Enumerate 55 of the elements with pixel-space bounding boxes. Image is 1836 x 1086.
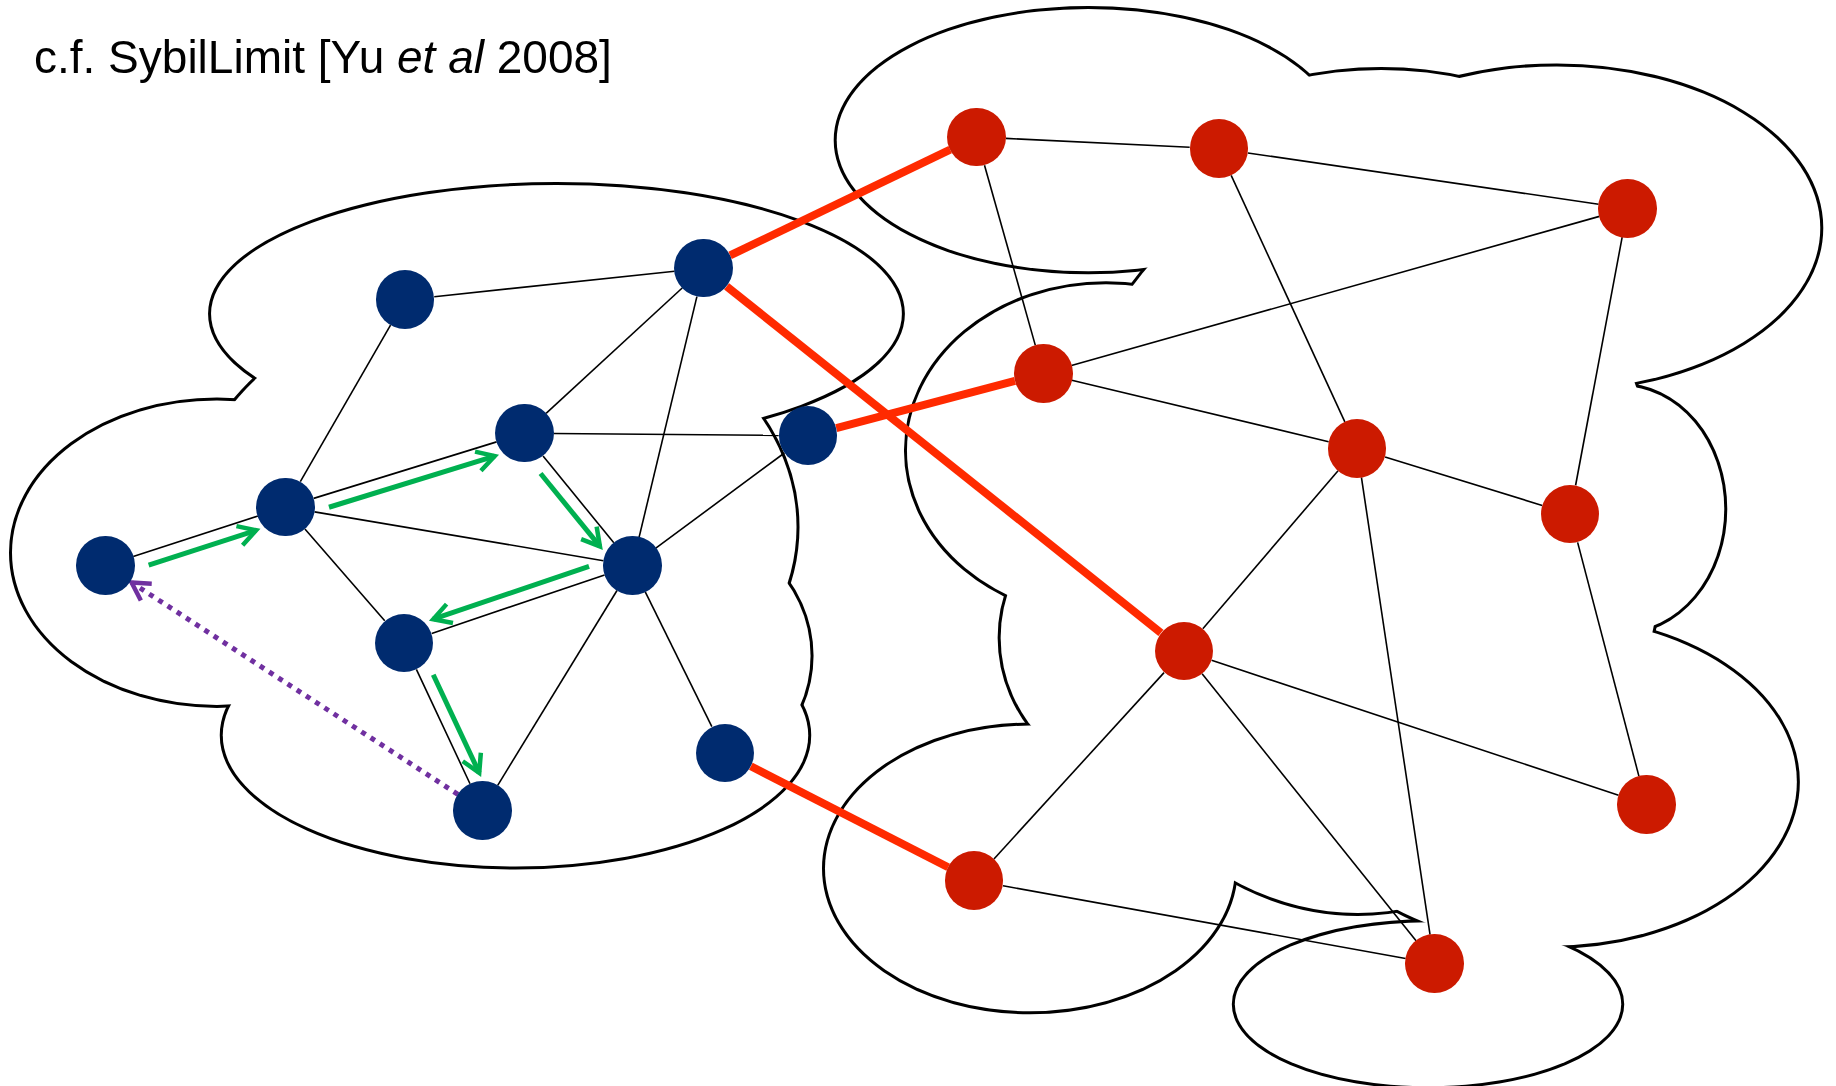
edge-line xyxy=(312,441,498,500)
graph-node-circle xyxy=(778,406,838,465)
graph-node-circle xyxy=(495,403,554,463)
edge-line xyxy=(1576,541,1640,777)
thick-edge-line xyxy=(430,564,590,626)
graph-node-circle xyxy=(1405,934,1464,993)
dotted-arrow xyxy=(129,580,460,797)
graph-node-circle xyxy=(603,536,662,595)
edge-line xyxy=(1070,215,1601,367)
edge-line xyxy=(638,295,698,538)
edge-line xyxy=(1574,236,1623,487)
edge-line xyxy=(553,432,780,437)
edge-line xyxy=(655,452,786,549)
thick-edge-line xyxy=(328,449,497,510)
edge-line xyxy=(1202,469,1339,630)
thick-edge-line xyxy=(728,146,952,260)
edge-line xyxy=(1360,476,1431,936)
edge-line xyxy=(993,671,1165,860)
edge-line xyxy=(430,574,606,635)
edge-line xyxy=(1070,379,1330,443)
edge-line xyxy=(1005,137,1191,149)
graph-node-circle xyxy=(1154,621,1214,681)
edge-line xyxy=(132,515,259,558)
edge-line xyxy=(1210,659,1620,796)
edge-line xyxy=(415,668,471,785)
edge-line xyxy=(1230,174,1346,423)
graph-node-circle xyxy=(1617,775,1676,834)
graph-node-circle xyxy=(453,781,512,840)
thick-edge-line xyxy=(147,523,259,568)
graph-node-circle xyxy=(1598,179,1657,238)
thick-edge-line xyxy=(724,283,1164,636)
graph-node-circle xyxy=(76,536,135,595)
edge-line xyxy=(542,455,615,544)
graph-node-circle xyxy=(944,851,1004,910)
title-text: c.f. SybilLimit [Yu et al 2008] xyxy=(34,30,612,84)
edge-line xyxy=(299,324,392,483)
thick-edge-line xyxy=(431,673,484,776)
thick-edge-line xyxy=(749,762,950,871)
edge-line xyxy=(983,164,1037,347)
graph-node-circle xyxy=(256,477,315,537)
edge-line xyxy=(433,270,676,298)
edge-line xyxy=(496,589,618,787)
graph-node-circle xyxy=(674,238,733,298)
thick-edge-line xyxy=(835,377,1016,432)
edge-line xyxy=(1384,456,1543,507)
graph-node-circle xyxy=(374,613,434,673)
edge-line xyxy=(545,287,683,415)
edge-line xyxy=(304,528,386,622)
thick-edge-line xyxy=(538,471,603,549)
edge-line xyxy=(644,591,713,728)
graph-node-circle xyxy=(1014,344,1073,403)
edge-line xyxy=(313,511,605,562)
edge-line xyxy=(1247,152,1600,205)
edge-line xyxy=(1201,673,1417,942)
edge-line xyxy=(1002,884,1407,960)
